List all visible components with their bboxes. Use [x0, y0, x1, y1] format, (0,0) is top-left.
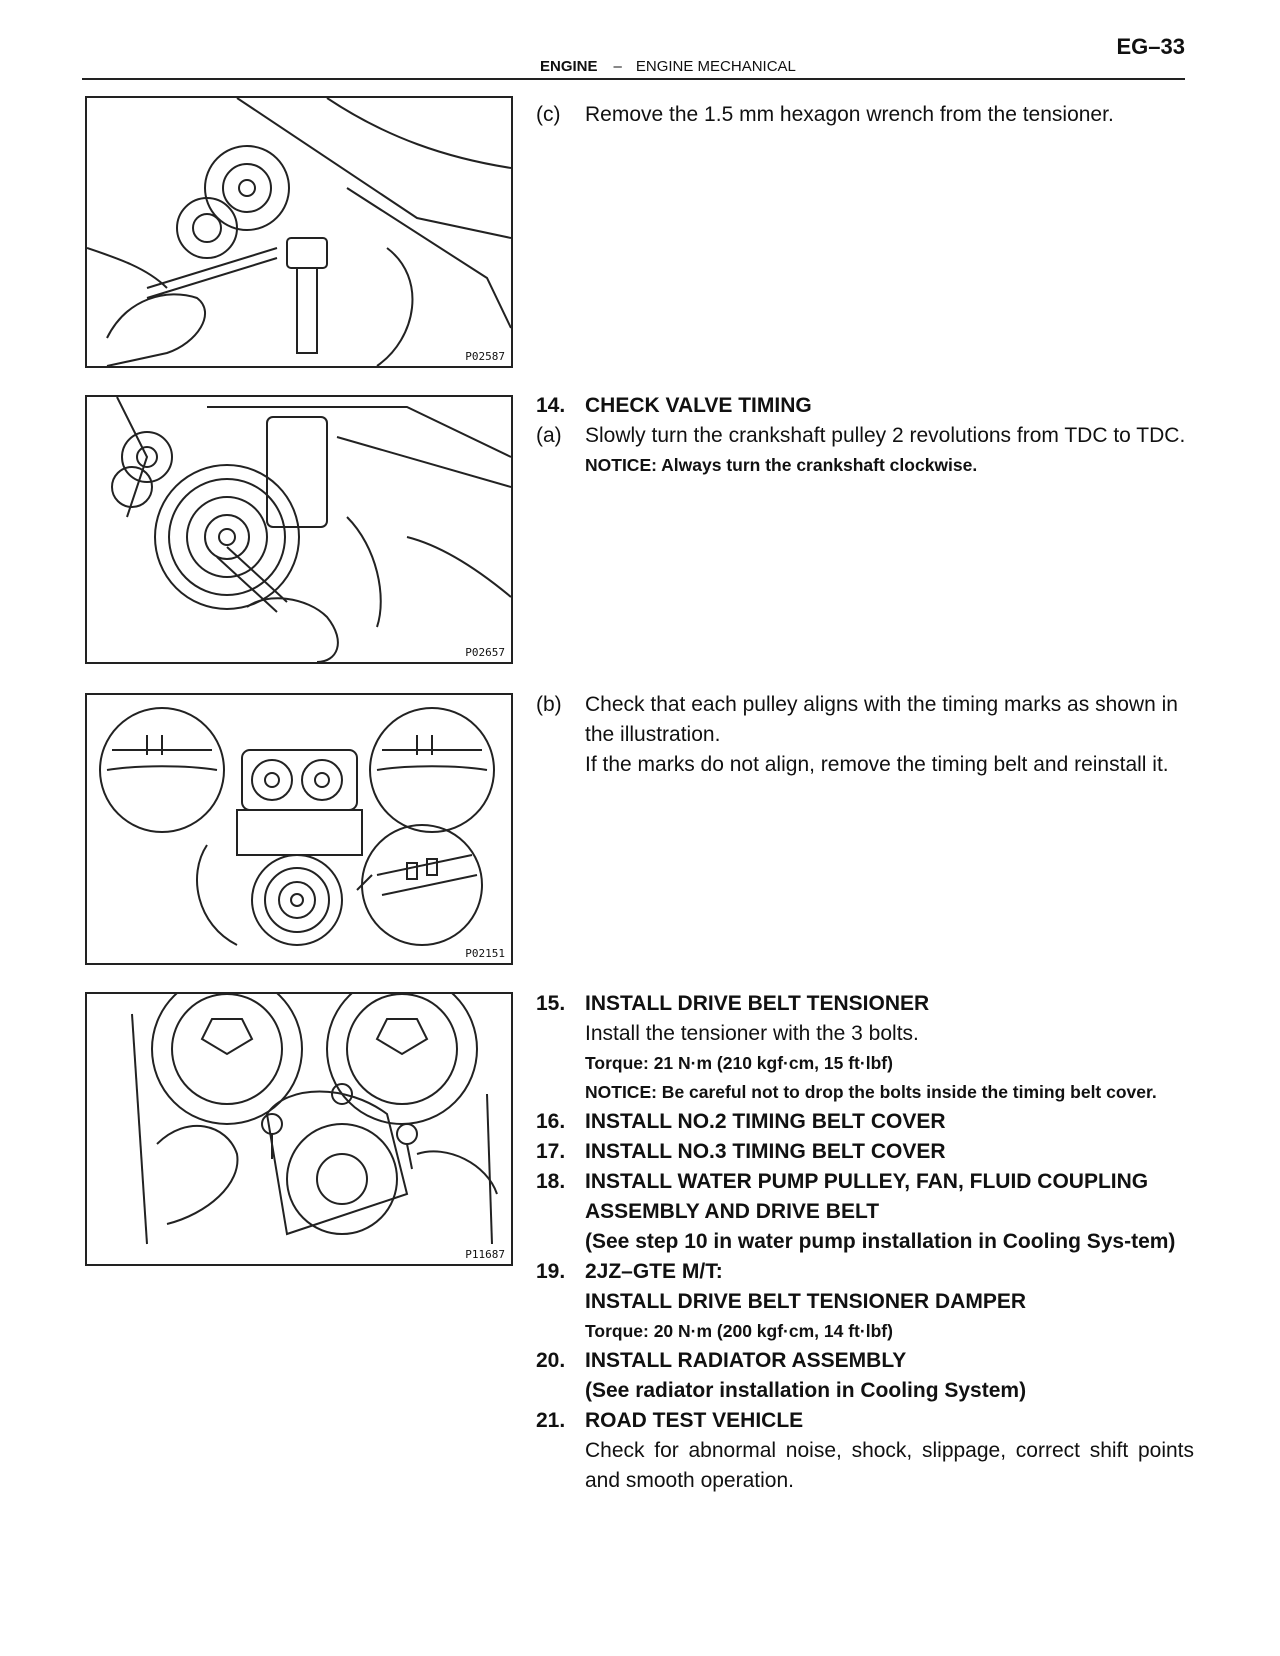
step-title: CHECK VALVE TIMING [585, 394, 812, 417]
step-title: INSTALL WATER PUMP PULLEY, FAN, FLUID CO… [585, 1170, 1149, 1223]
step-label: (b) [536, 693, 562, 716]
cross-reference: (See step 10 in water pump installation … [585, 1230, 1176, 1253]
step-number: 17. [536, 1140, 566, 1163]
running-header: ENGINE–ENGINE MECHANICAL [540, 58, 796, 75]
step-label: (a) [536, 424, 562, 447]
step-text: Check for abnormal noise, shock, slippag… [585, 1439, 1194, 1492]
torque-spec: Torque: 21 N·m (210 kgf·cm, 15 ft·lbf) [585, 1053, 893, 1073]
step-title: INSTALL RADIATOR ASSEMBLY [585, 1349, 907, 1372]
step-text: Check that each pulley aligns with the t… [585, 693, 1178, 746]
step-title: INSTALL NO.3 TIMING BELT COVER [585, 1140, 946, 1163]
header-subsection: ENGINE MECHANICAL [635, 58, 796, 75]
header-rule [82, 78, 1185, 80]
notice-text: NOTICE: Be careful not to drop the bolts… [585, 1082, 1157, 1102]
step-b-block: (b) Check that each pulley aligns with t… [536, 690, 1194, 780]
figure-remove-hex-wrench: P02587 [85, 96, 513, 368]
header-section: ENGINE [540, 58, 598, 75]
step-label: (c) [536, 103, 561, 126]
figure-install-tensioner: P11687 [85, 992, 513, 1266]
step-text: Remove the 1.5 mm hexagon wrench from th… [585, 103, 1114, 126]
step-number: 14. [536, 394, 566, 417]
step-number: 20. [536, 1349, 566, 1372]
figure-code: P11687 [465, 1248, 505, 1261]
figure-check-valve-timing: P02657 [85, 395, 513, 664]
step-subtitle: INSTALL DRIVE BELT TENSIONER DAMPER [585, 1290, 1027, 1313]
figure-code: P02657 [465, 646, 505, 659]
illustration-hex-wrench [87, 98, 511, 366]
step-title: ROAD TEST VEHICLE [585, 1409, 804, 1432]
figure-timing-marks: P02151 [85, 693, 513, 965]
step-title: INSTALL DRIVE BELT TENSIONER [585, 992, 930, 1015]
torque-spec: Torque: 20 N·m (200 kgf·cm, 14 ft·lbf) [585, 1321, 893, 1341]
page-number: EG–33 [1116, 34, 1186, 59]
step-14-block: 14. CHECK VALVE TIMING (a) Slowly turn t… [536, 391, 1194, 480]
step-number: 21. [536, 1409, 566, 1432]
header-separator: – [613, 58, 622, 75]
step-text: Slowly turn the crankshaft pulley 2 revo… [585, 424, 1186, 447]
cross-reference: (See radiator installation in Cooling Sy… [585, 1379, 1027, 1402]
figure-code: P02151 [465, 947, 505, 960]
figure-code: P02587 [465, 350, 505, 363]
step-number: 18. [536, 1170, 566, 1193]
step-c-block: (c) Remove the 1.5 mm hexagon wrench fro… [536, 100, 1194, 130]
steps-15-21-block: 15. INSTALL DRIVE BELT TENSIONER Install… [536, 989, 1194, 1496]
step-title: INSTALL NO.2 TIMING BELT COVER [585, 1110, 946, 1133]
step-text-2: If the marks do not align, remove the ti… [585, 753, 1169, 776]
step-title: 2JZ–GTE M/T: [585, 1260, 723, 1283]
step-number: 16. [536, 1110, 566, 1133]
illustration-crankshaft-pulley [111, 397, 511, 662]
step-number: 15. [536, 992, 566, 1015]
notice-text: NOTICE: Always turn the crankshaft clock… [585, 455, 978, 475]
illustration-timing-marks [99, 707, 495, 946]
illustration-drive-belt-tensioner [131, 994, 498, 1245]
step-number: 19. [536, 1260, 566, 1283]
step-text: Install the tensioner with the 3 bolts. [585, 1022, 919, 1045]
